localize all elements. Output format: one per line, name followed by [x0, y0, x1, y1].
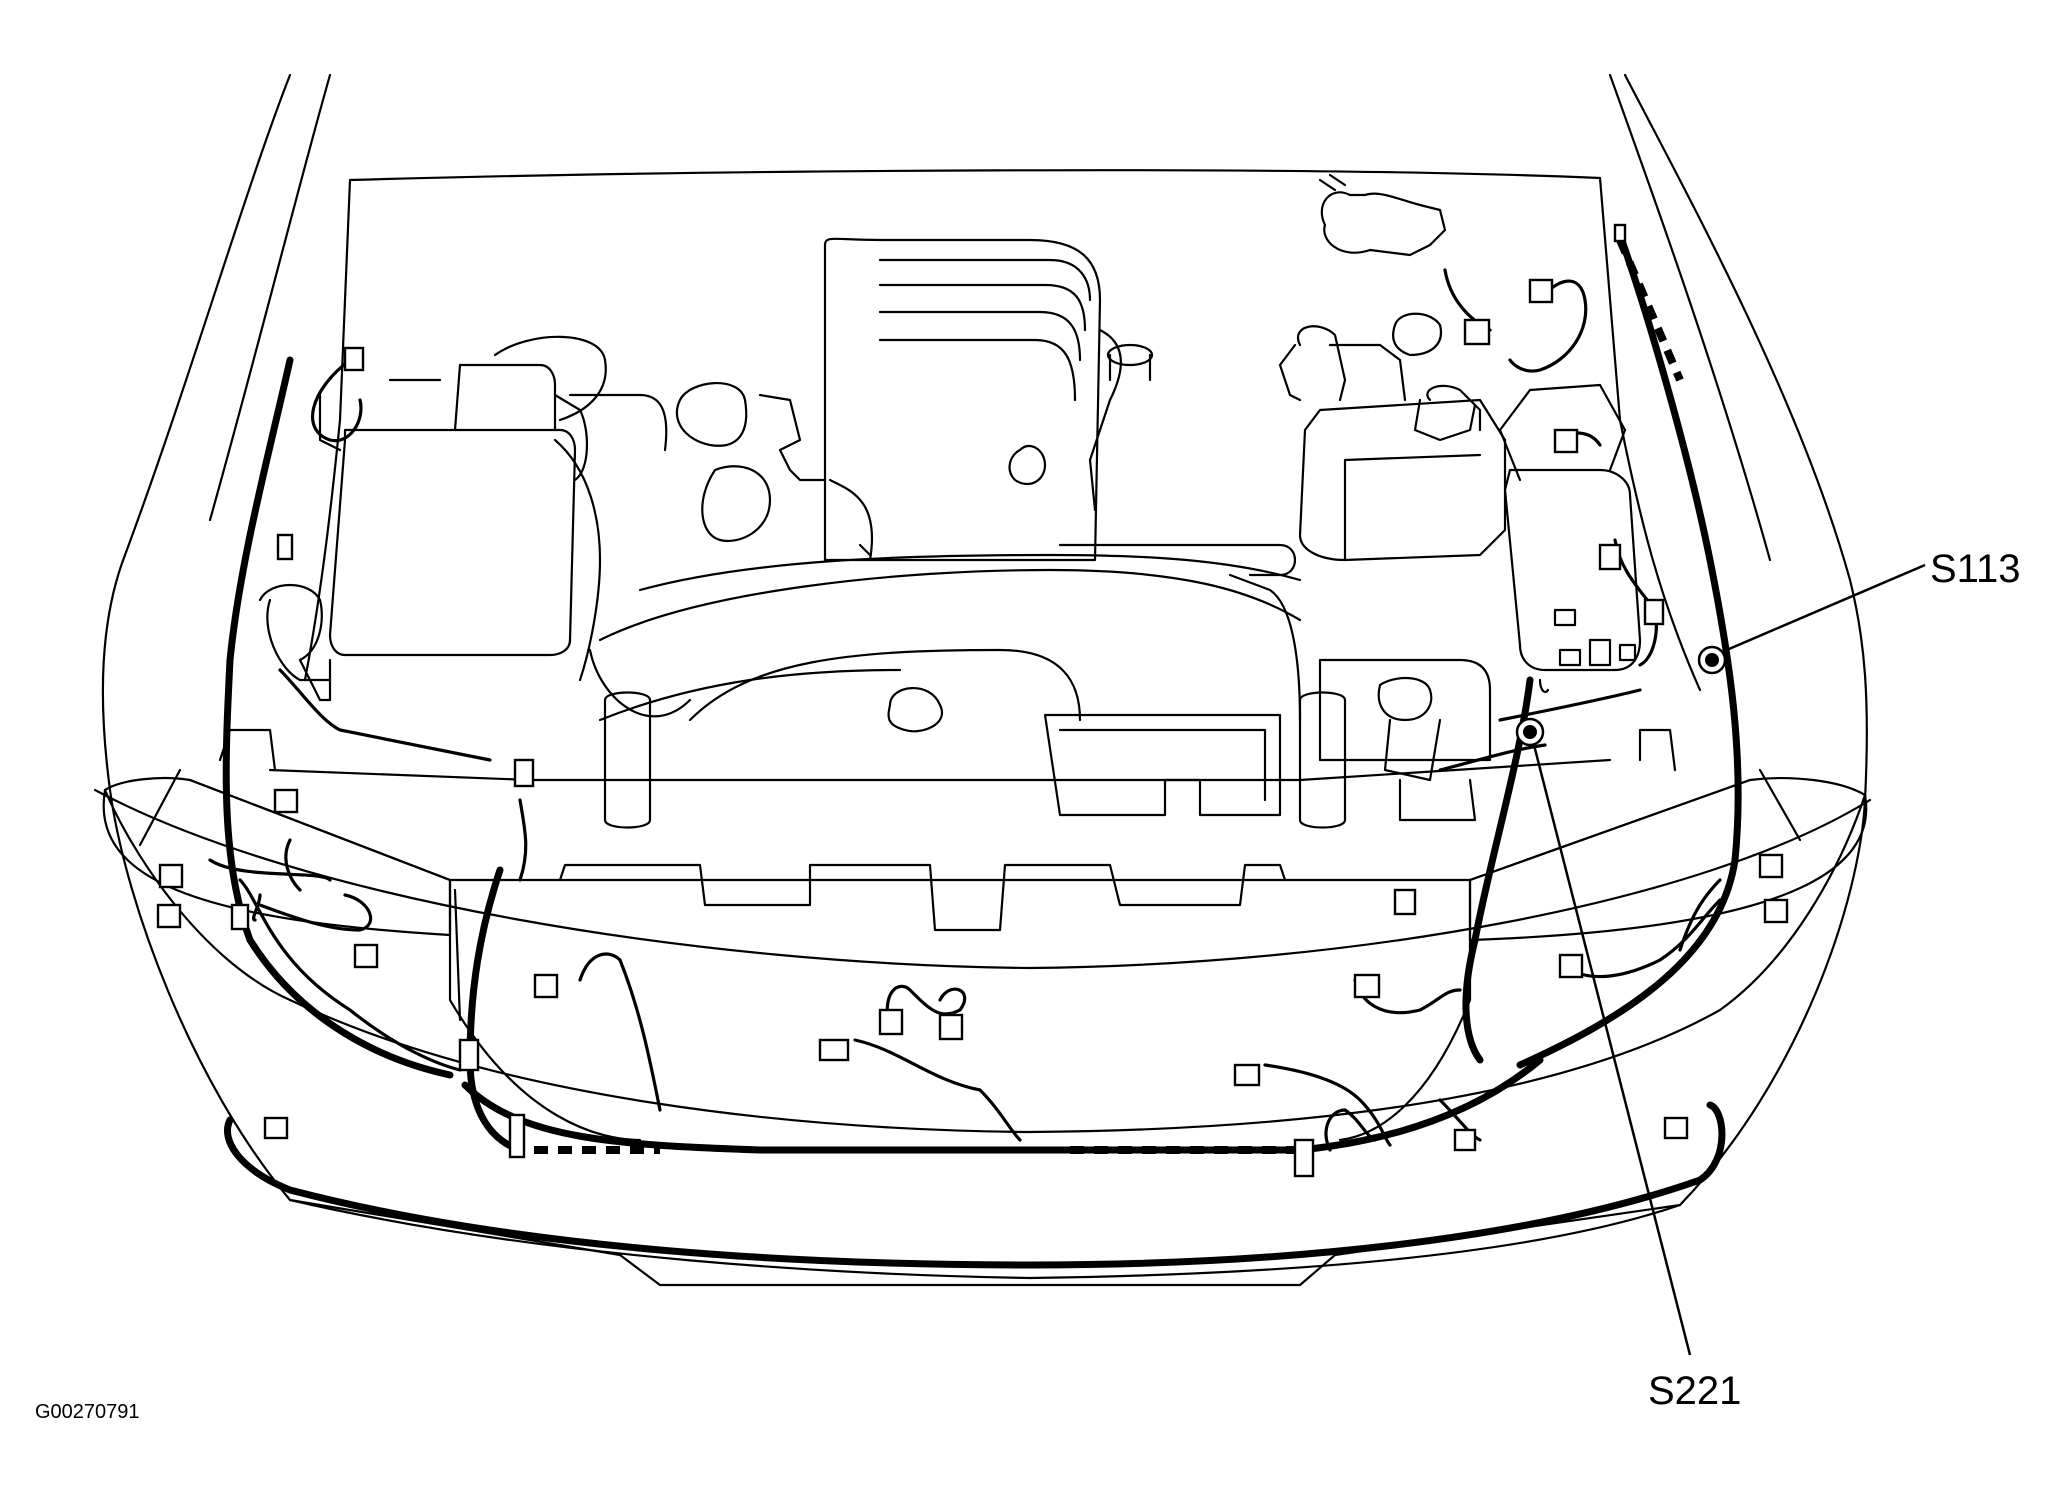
- figure-id: G00270791: [35, 1401, 140, 1423]
- connector: [263, 1116, 289, 1140]
- connector: [513, 758, 535, 788]
- air-cleaner-box: [258, 335, 607, 702]
- engine-assembly: [568, 237, 1347, 829]
- radiator-support: [138, 728, 1802, 932]
- connector: [353, 943, 379, 969]
- connector: [276, 533, 294, 561]
- connector: [1353, 973, 1381, 999]
- connector: [1613, 223, 1627, 243]
- s221-label: S221: [1648, 1369, 1741, 1413]
- connector: [1553, 428, 1579, 454]
- connector: [1758, 853, 1784, 879]
- s113-label: S113: [1930, 547, 2020, 591]
- connector: [458, 1038, 480, 1072]
- vehicle-body-outline: [93, 73, 1872, 1287]
- connector: [230, 903, 250, 931]
- splice-s113: S113: [1697, 547, 2020, 675]
- connector: [273, 788, 299, 814]
- connector: [1643, 598, 1665, 626]
- connector: [1558, 953, 1584, 979]
- connector: [158, 863, 184, 889]
- wiring-harness: [222, 231, 1742, 1269]
- branch-wires: [208, 268, 1722, 1152]
- connector: [1763, 898, 1789, 924]
- connector: [508, 1113, 526, 1159]
- connector: [1663, 1116, 1689, 1140]
- connector: [878, 1008, 904, 1036]
- fuse-relay-box: [1498, 383, 1642, 694]
- reservoir: [1318, 173, 1447, 257]
- connector: [1293, 1138, 1315, 1178]
- lower-engine-parts: [1318, 658, 1492, 822]
- engine-bay-outline: [303, 169, 1702, 692]
- connectors: [156, 223, 1789, 1178]
- s221-leader-line: [1532, 744, 1692, 1356]
- connector: [1453, 1128, 1477, 1152]
- connector: [156, 903, 182, 929]
- connector: [1598, 543, 1622, 571]
- battery: [1278, 312, 1507, 562]
- left-headlamp: [102, 776, 452, 937]
- connector: [343, 346, 365, 372]
- connector: [1233, 1063, 1261, 1087]
- right-headlamp: [1468, 777, 1868, 942]
- connector: [1393, 888, 1417, 916]
- connector: [938, 1013, 964, 1041]
- splice-s221: S221: [1515, 717, 1741, 1413]
- connector: [1463, 318, 1491, 346]
- s113-leader-line: [1721, 563, 1926, 654]
- connector: [533, 973, 559, 999]
- connector: [818, 1038, 850, 1062]
- connector: [1528, 278, 1554, 304]
